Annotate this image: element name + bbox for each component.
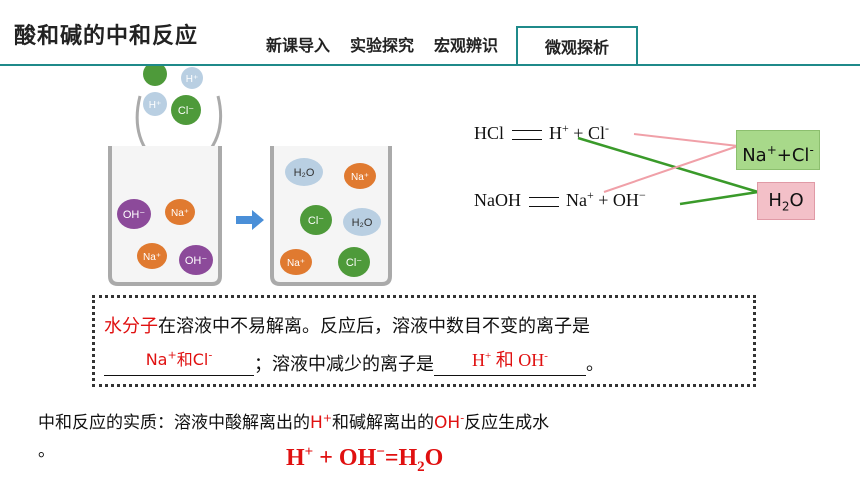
svg-text:H⁺: H⁺	[149, 100, 162, 111]
svg-text:Na⁺: Na⁺	[351, 172, 369, 183]
hcl-equation: HCl H+ + Cl-	[474, 121, 609, 143]
svg-text:Na⁺: Na⁺	[171, 208, 189, 219]
svg-text:Cl⁻: Cl⁻	[346, 257, 362, 269]
question-box	[92, 295, 756, 387]
answer-blank-2: H+ 和 OH-	[434, 350, 586, 376]
svg-text:Cl⁻: Cl⁻	[178, 105, 194, 117]
dropper-ion-cl: Cl⁻	[171, 95, 201, 125]
header-divider	[0, 64, 860, 66]
dropper-ion-h1	[143, 66, 167, 86]
right-ion-na2: Na⁺	[280, 249, 312, 275]
essence-period: 。	[38, 441, 55, 461]
na-cl-box: Na++Cl-	[736, 130, 820, 170]
left-ion-na1: Na⁺	[165, 199, 195, 225]
arrow-icon	[236, 210, 264, 230]
right-ion-h2o1: H₂O	[285, 158, 323, 186]
svg-text:Na⁺: Na⁺	[287, 258, 305, 269]
question-line-1: 水分子在溶液中不易解离。反应后，溶液中数目不变的离子是	[104, 316, 590, 337]
tab-micro[interactable]: 微观探析	[516, 26, 639, 66]
svg-text:Cl⁻: Cl⁻	[308, 215, 324, 227]
right-ion-cl2: Cl⁻	[338, 247, 370, 277]
svg-text:H₂O: H₂O	[294, 167, 315, 179]
right-ion-h2o2: H₂O	[343, 208, 381, 236]
right-ion-cl1: Cl⁻	[300, 205, 332, 235]
h2o-box: H2O	[757, 182, 815, 220]
left-ion-na2: Na⁺	[137, 243, 167, 269]
slide-title: 酸和碱的中和反应	[14, 24, 199, 49]
naoh-equation: NaOH Na+ + OH−	[474, 188, 646, 210]
tab-macro[interactable]: 宏观辨识	[434, 36, 499, 55]
nav-tabs: 新课导入 实验探究 宏观辨识 微观探析	[258, 26, 642, 66]
left-ion-oh2: OH⁻	[179, 245, 213, 275]
svg-text:H₂O: H₂O	[352, 217, 373, 229]
dropper-ion-h2: H⁺	[181, 67, 203, 89]
ionic-equation: H+ + OH−=H2O	[286, 444, 444, 475]
svg-text:H⁺: H⁺	[186, 74, 199, 85]
left-ion-oh1: OH⁻	[117, 199, 151, 229]
essence-statement: 中和反应的实质：溶液中酸解离出的H+和碱解离出的OH-反应生成水	[38, 411, 550, 433]
beaker-illustration: H⁺ H⁺ Cl⁻ OH⁻ Na⁺ Na⁺ OH⁻ H₂O Na⁺ Cl⁻ H₂…	[108, 66, 392, 286]
question-line-2: Na+和Cl-；溶液中减少的离子是 H+ 和 OH-。	[104, 349, 604, 376]
tab-experiment[interactable]: 实验探究	[350, 36, 415, 55]
answer-blank-1: Na+和Cl-	[104, 349, 254, 376]
dropper-ion-h3: H⁺	[143, 92, 167, 116]
svg-text:OH⁻: OH⁻	[185, 255, 208, 267]
svg-text:OH⁻: OH⁻	[123, 209, 146, 221]
right-ion-na1: Na⁺	[344, 163, 376, 189]
svg-text:Na⁺: Na⁺	[143, 252, 161, 263]
tab-intro[interactable]: 新课导入	[266, 36, 331, 55]
